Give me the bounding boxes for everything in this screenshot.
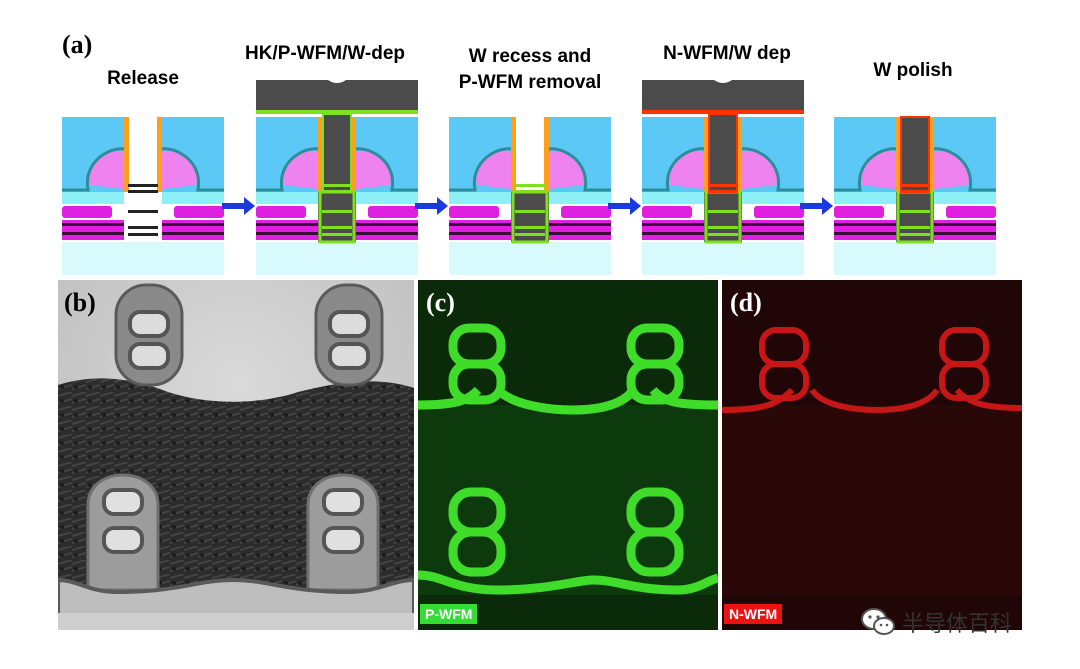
- gate-fill: [322, 113, 352, 193]
- spacer-left: [860, 150, 904, 190]
- orange-liner-left: [704, 117, 709, 192]
- nanosheet: [322, 184, 352, 187]
- spacer-right: [926, 150, 970, 190]
- spacer-right: [348, 150, 392, 190]
- process-arrow-icon: [608, 197, 641, 215]
- tungsten-overburden: [256, 80, 418, 112]
- gate-fill: [516, 117, 544, 192]
- magenta-right: [754, 206, 804, 218]
- spacer-left: [475, 150, 519, 190]
- nanosheet: [322, 190, 352, 193]
- substrate: [256, 242, 418, 275]
- nanosheet: [900, 233, 930, 236]
- spacer-right: [734, 150, 778, 190]
- magenta-right: [174, 206, 224, 218]
- nanosheet: [322, 226, 352, 229]
- magenta-left: [449, 206, 499, 218]
- nanosheet: [322, 210, 352, 213]
- nanosheet: [515, 226, 545, 229]
- nanosheet: [900, 190, 930, 193]
- nanosheet: [515, 190, 545, 193]
- spacer-left: [282, 150, 326, 190]
- pwfm-eds-map: [418, 280, 718, 630]
- substrate: [642, 242, 804, 275]
- magenta-right: [561, 206, 611, 218]
- magenta-left: [256, 206, 306, 218]
- gate-trench: [124, 117, 162, 242]
- process-arrow-icon: [800, 197, 833, 215]
- orange-liner-left: [511, 117, 516, 192]
- spacer-right: [154, 150, 198, 190]
- substrate: [62, 242, 224, 275]
- nwfm-legend-badge: N-WFM: [724, 604, 783, 624]
- orange-liner-right: [737, 117, 742, 192]
- nanosheet: [708, 233, 738, 236]
- nanosheet: [900, 226, 930, 229]
- step-title-nwfm-w-dep: N-WFM/W dep: [663, 43, 791, 64]
- orange-liner-left: [318, 117, 323, 192]
- step-diagram-release: [62, 80, 224, 275]
- magenta-right: [946, 206, 996, 218]
- step-title-w-polish: W polish: [873, 60, 953, 81]
- magenta-left: [834, 206, 884, 218]
- nanosheet: [708, 190, 738, 193]
- step-diagram-recess: [449, 80, 611, 275]
- step-title-hk-pwfm-w-dep: HK/P-WFM/W-dep: [244, 43, 406, 64]
- step-diagram-polish: [834, 80, 996, 275]
- process-arrow-icon: [415, 197, 448, 215]
- substrate: [834, 242, 996, 275]
- magenta-left: [62, 206, 112, 218]
- nanosheet: [128, 226, 158, 229]
- panel-a-tag: (a): [62, 30, 93, 59]
- orange-liner-right: [929, 117, 934, 192]
- gate-fill: [900, 116, 930, 193]
- tungsten-overburden: [642, 80, 804, 112]
- wfm-top-liner: [642, 110, 804, 114]
- orange-liner-right: [157, 117, 162, 192]
- nanosheet: [128, 233, 158, 236]
- nanosheet: [900, 184, 930, 187]
- orange-liner-right: [544, 117, 549, 192]
- magenta-left: [642, 206, 692, 218]
- nwfm-eds-map: [722, 280, 1022, 630]
- substrate: [449, 242, 611, 275]
- panel-c-tag: (c): [426, 288, 455, 317]
- spacer-left: [88, 150, 132, 190]
- gate-fill: [708, 113, 738, 193]
- step-title-recess: W recess and P-WFM removal: [458, 46, 602, 93]
- tem-image: [58, 280, 414, 630]
- nanosheet: [322, 233, 352, 236]
- orange-liner-left: [896, 117, 901, 192]
- nanosheet: [708, 184, 738, 187]
- wechat-icon: [861, 608, 895, 635]
- nanosheet: [900, 210, 930, 213]
- magenta-right: [368, 206, 418, 218]
- orange-liner-left: [124, 117, 129, 192]
- watermark: 半导体百科: [860, 606, 1012, 638]
- watermark-text: 半导体百科: [902, 612, 1013, 637]
- nanosheet: [128, 184, 158, 187]
- spacer-left: [668, 150, 712, 190]
- step-diagram-nwfm-w-dep: [642, 80, 804, 275]
- spacer-right: [541, 150, 585, 190]
- wfm-top-liner: [256, 110, 418, 114]
- step-title-release: Release: [107, 68, 179, 89]
- nanosheet: [515, 233, 545, 236]
- nanosheet: [128, 210, 158, 213]
- nanosheet: [708, 210, 738, 213]
- process-arrow-icon: [222, 197, 255, 215]
- nanosheet: [515, 184, 545, 187]
- nanosheet: [515, 210, 545, 213]
- pwfm-legend-badge: P-WFM: [420, 604, 478, 624]
- panel-d-tag: (d): [730, 288, 762, 317]
- orange-liner-right: [351, 117, 356, 192]
- step-diagram-hk-pwfm-w-dep: [256, 80, 418, 275]
- panel-b-tag: (b): [64, 288, 96, 317]
- nanosheet: [708, 226, 738, 229]
- nanosheet: [128, 190, 158, 193]
